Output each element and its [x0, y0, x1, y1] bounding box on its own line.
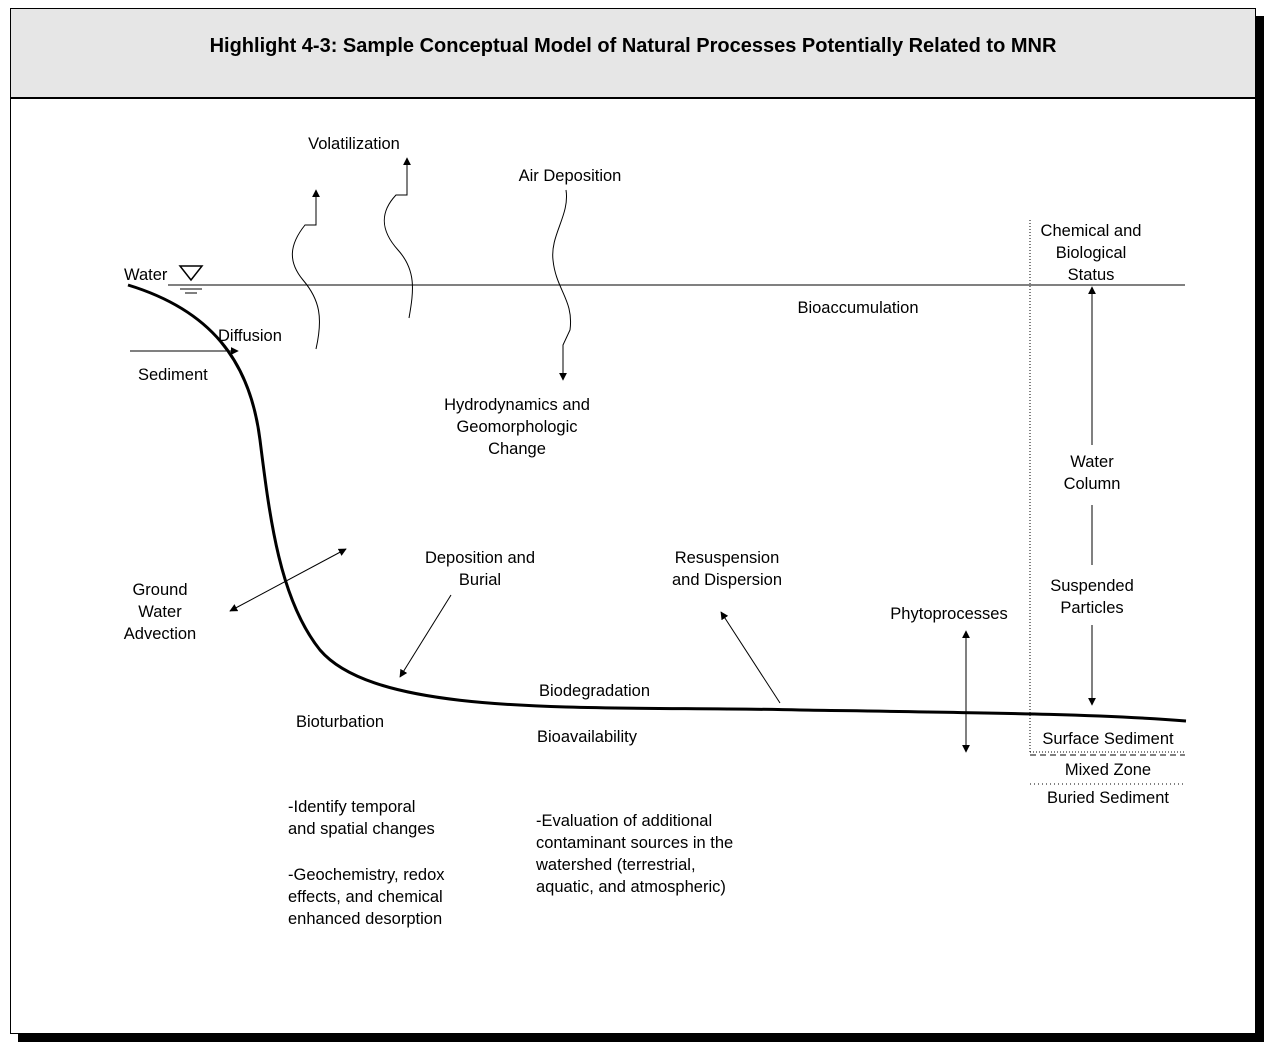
sediment-surface-curve: [127, 283, 1187, 723]
label-volatilization: Volatilization: [308, 135, 400, 153]
note-additional-sources: -Evaluation of additional contaminant so…: [536, 812, 734, 896]
label-hydrodynamics: Hydrodynamics and Geomorphologic Change: [444, 396, 590, 458]
label-mixed-zone: Mixed Zone: [1064, 761, 1152, 779]
note-temporal-spatial: -Identify temporal and spatial changes: [288, 798, 435, 838]
label-water-column: Water Column: [1063, 453, 1121, 493]
label-groundwater-advection: Ground Water Advection: [123, 581, 197, 643]
label-bioavailability: Bioavailability: [537, 728, 637, 746]
label-diffusion: Diffusion: [218, 327, 282, 345]
page-title: Highlight 4-3: Sample Conceptual Model o…: [209, 35, 1057, 57]
water-level-symbol: [175, 265, 207, 294]
label-phytoprocesses: Phytoprocesses: [890, 605, 1008, 623]
label-sediment: Sediment: [138, 366, 208, 384]
label-deposition-burial: Deposition and Burial: [424, 549, 536, 589]
label-buried-sediment: Buried Sediment: [1047, 789, 1169, 807]
header-bar: Highlight 4-3: Sample Conceptual Model o…: [11, 9, 1255, 99]
label-surface-sediment: Surface Sediment: [1042, 730, 1174, 748]
air-deposition-arrow: [552, 189, 572, 381]
groundwater-advection-arrow: [229, 548, 347, 612]
label-suspended-particles: Suspended Particles: [1050, 577, 1134, 617]
label-resuspension-dispersion: Resuspension and Dispersion: [671, 549, 783, 589]
label-biodegradation: Biodegradation: [539, 682, 651, 700]
volatilization-arrow-left: [291, 189, 321, 350]
volatilization-arrow-right: [383, 157, 413, 319]
highlight-box: Highlight 4-3: Sample Conceptual Model o…: [10, 8, 1256, 1034]
label-chemical-biological-status: Chemical and Biological Status: [1040, 222, 1142, 284]
deposition-burial-arrow: [399, 594, 452, 678]
note-geochemistry: -Geochemistry, redox effects, and chemic…: [288, 866, 445, 928]
label-bioturbation: Bioturbation: [296, 713, 385, 731]
label-air-deposition: Air Deposition: [518, 167, 622, 185]
resuspension-arrow: [720, 611, 781, 704]
label-bioaccumulation: Bioaccumulation: [797, 299, 919, 317]
label-water: Water: [124, 266, 168, 284]
